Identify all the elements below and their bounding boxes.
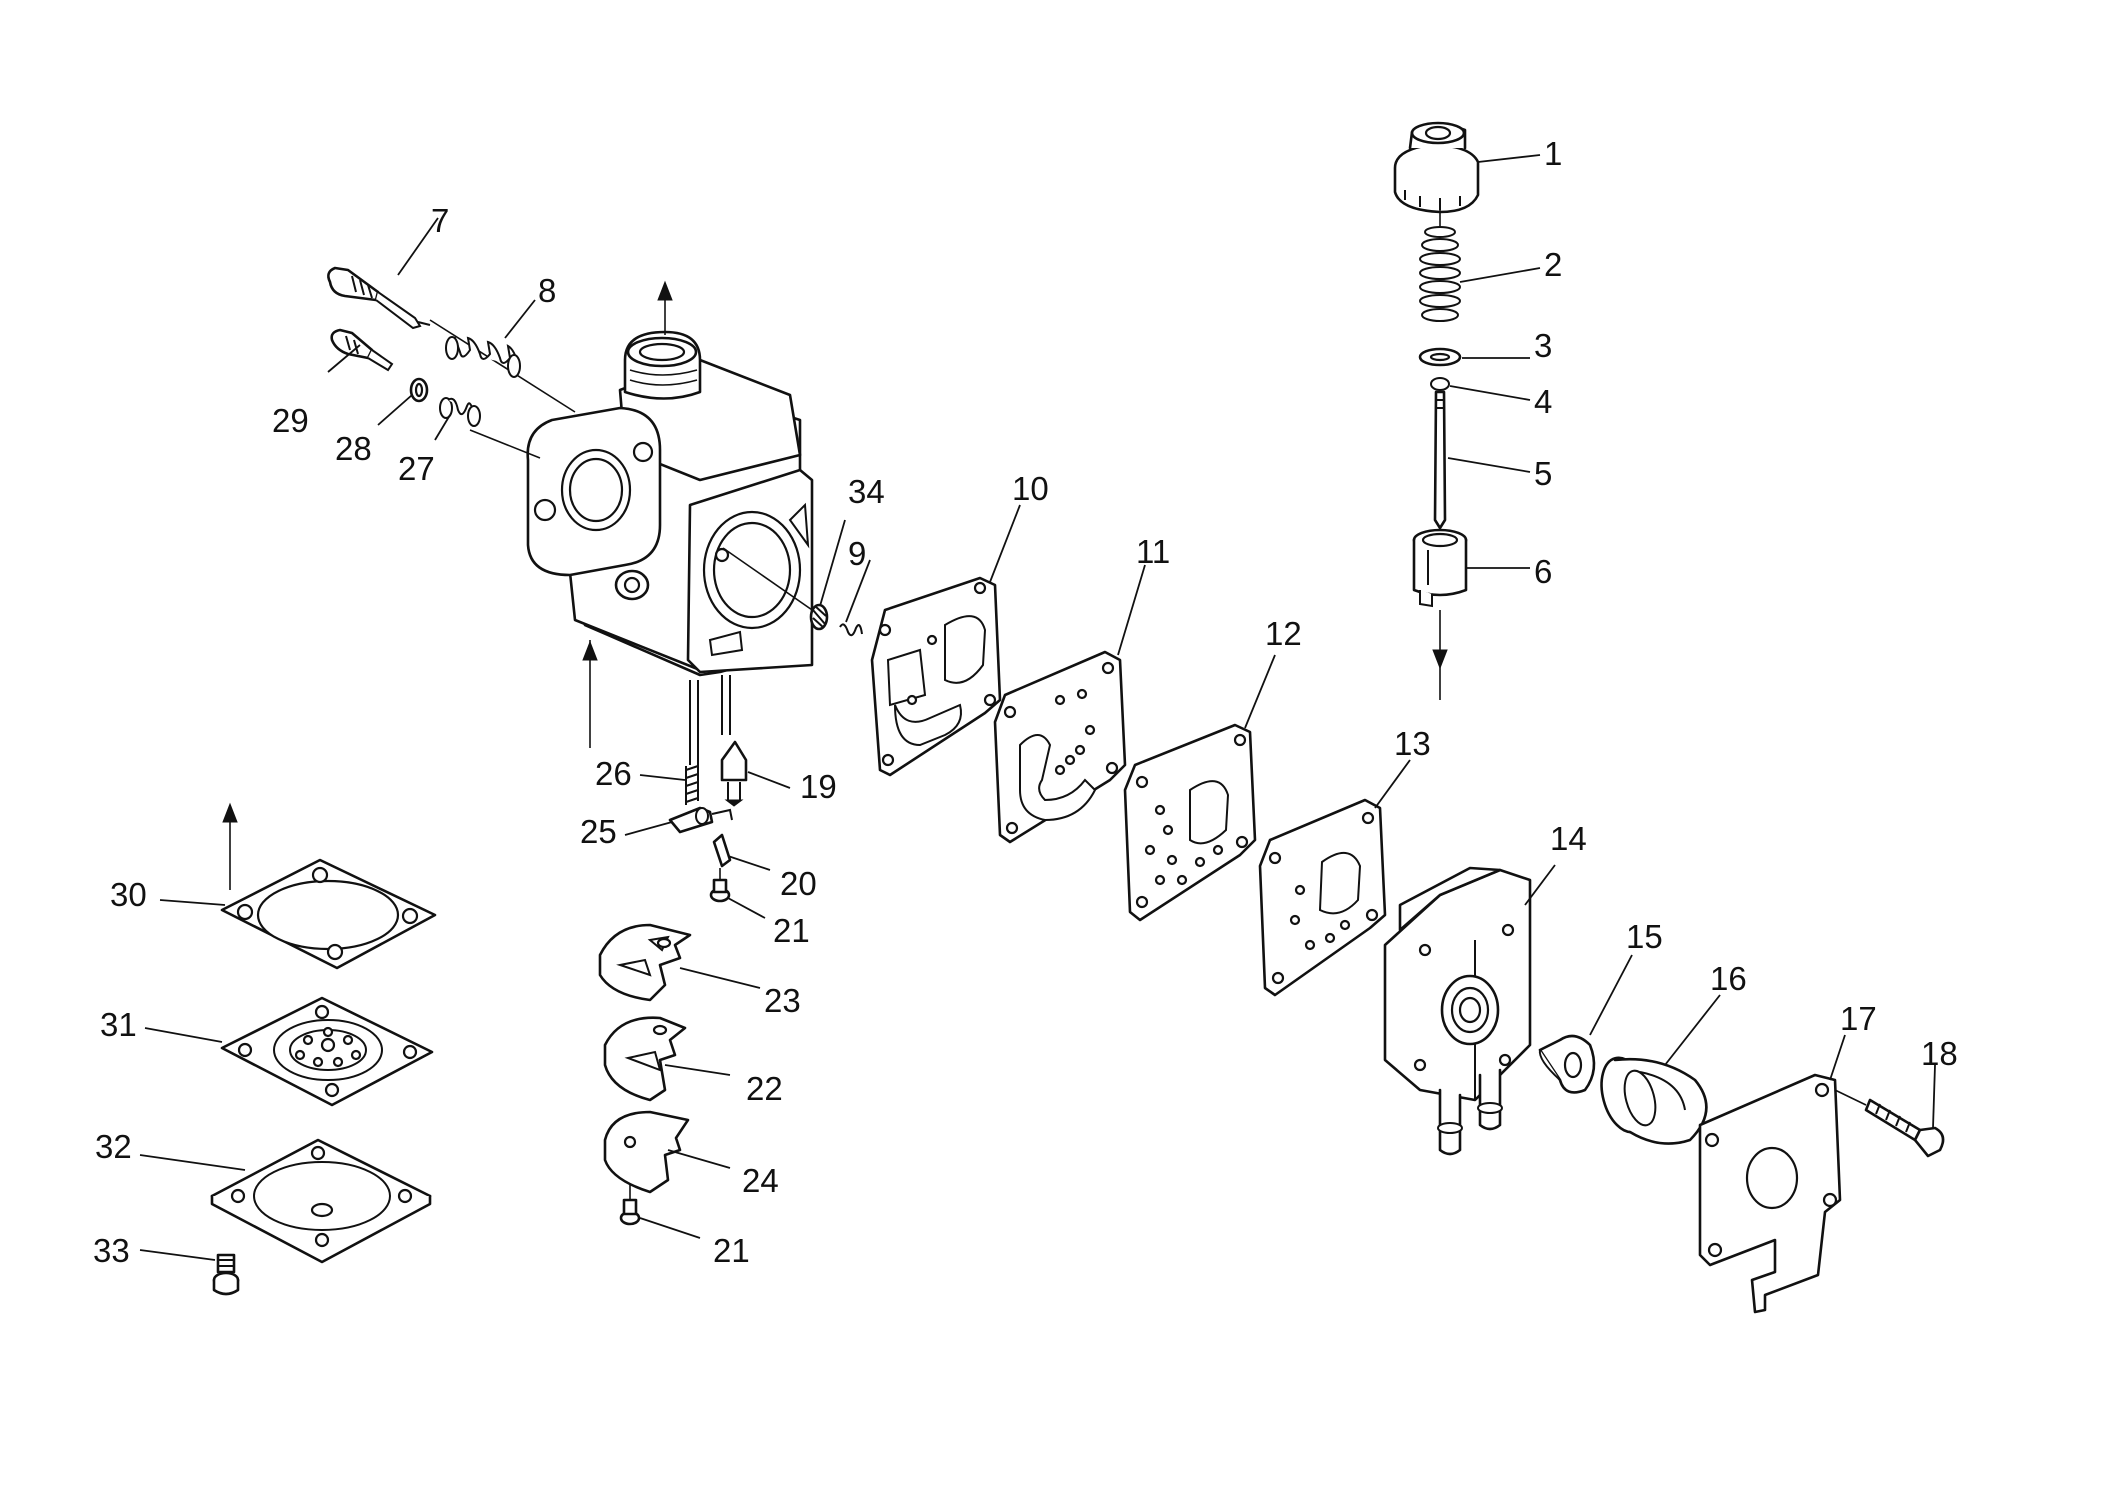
part-21-screw-b [619,1185,641,1226]
callout-30: 30 [110,876,147,913]
callout-19: 19 [800,768,837,805]
callout-28: 28 [335,430,372,467]
callout-13: 13 [1394,725,1431,762]
callout-4: 4 [1534,383,1552,420]
part-29-adjusting-screw [330,328,394,372]
callout-11: 11 [1136,533,1170,570]
assembly-guide-lines [222,280,1448,890]
callout-10: 10 [1012,470,1049,507]
part-24-plate [603,1110,690,1194]
part-17-bracket [1698,1073,1842,1314]
leader-lines [139,154,1936,1261]
callout-33: 33 [93,1232,130,1269]
part-2-spring [1419,210,1461,322]
part-25-lever [668,806,733,834]
part-32-cover [210,1138,432,1264]
part-3-washer [1418,347,1462,367]
callout-8: 8 [538,272,556,309]
part-4-clip [1430,377,1450,391]
callout-3: 3 [1534,327,1552,364]
callout-7: 7 [431,202,449,239]
part-34-screen [809,603,829,631]
callout-6: 6 [1534,553,1552,590]
part-6-sleeve [1412,528,1468,608]
callout-25: 25 [580,813,617,850]
part-16-primer-bulb [1600,1056,1708,1145]
part-9-spring [839,623,863,637]
part-10-gasket [870,576,1002,777]
part-14-pump-body [1383,866,1532,1156]
part-5-needle [1433,390,1447,530]
callout-21-upper: 21 [773,912,810,949]
part-11-gasket [993,650,1127,844]
part-12-plate [1123,723,1257,922]
part-15-check-valve [1538,1034,1596,1094]
callout-26: 26 [595,755,632,792]
part-1-cap [1393,121,1480,214]
callout-23: 23 [764,982,801,1019]
callout-18: 18 [1921,1035,1958,1072]
part-27-spring [439,397,481,427]
callout-24: 24 [742,1162,779,1199]
part-18-screw [1834,1089,1945,1158]
part-19-inlet-needle [720,740,748,807]
callout-34: 34 [848,473,885,510]
callout-32: 32 [95,1128,132,1165]
callout-5: 5 [1534,455,1552,492]
callout-20: 20 [780,865,817,902]
part-13-gasket [1258,798,1387,997]
callout-9: 9 [848,535,866,572]
part-26-spring [685,762,699,805]
part-20-pin [712,833,732,868]
part-31-diaphragm [220,996,434,1107]
callout-21-lower: 21 [713,1232,750,1269]
callout-27: 27 [398,450,435,487]
part-23-plate [598,923,692,1002]
callout-29: 29 [272,402,309,439]
part-22-plate [603,1016,687,1102]
part-7-adjusting-screw [327,266,431,330]
carburetor-body [526,330,814,765]
callout-31: 31 [100,1006,137,1043]
part-8-spring [445,336,521,378]
callout-labels: 1 2 3 4 5 6 7 8 9 10 11 12 13 14 15 16 1… [93,135,1958,1269]
callout-12: 12 [1265,615,1302,652]
callout-14: 14 [1550,820,1587,857]
part-30-gasket [220,858,437,970]
part-28-o-ring [409,377,429,403]
callout-16: 16 [1710,960,1747,997]
callout-17: 17 [1840,1000,1877,1037]
part-33-screw [212,1253,240,1296]
callout-2: 2 [1544,246,1562,283]
callout-22: 22 [746,1070,783,1107]
callout-1: 1 [1544,135,1562,172]
part-21-screw-a [709,868,731,903]
callout-15: 15 [1626,918,1663,955]
